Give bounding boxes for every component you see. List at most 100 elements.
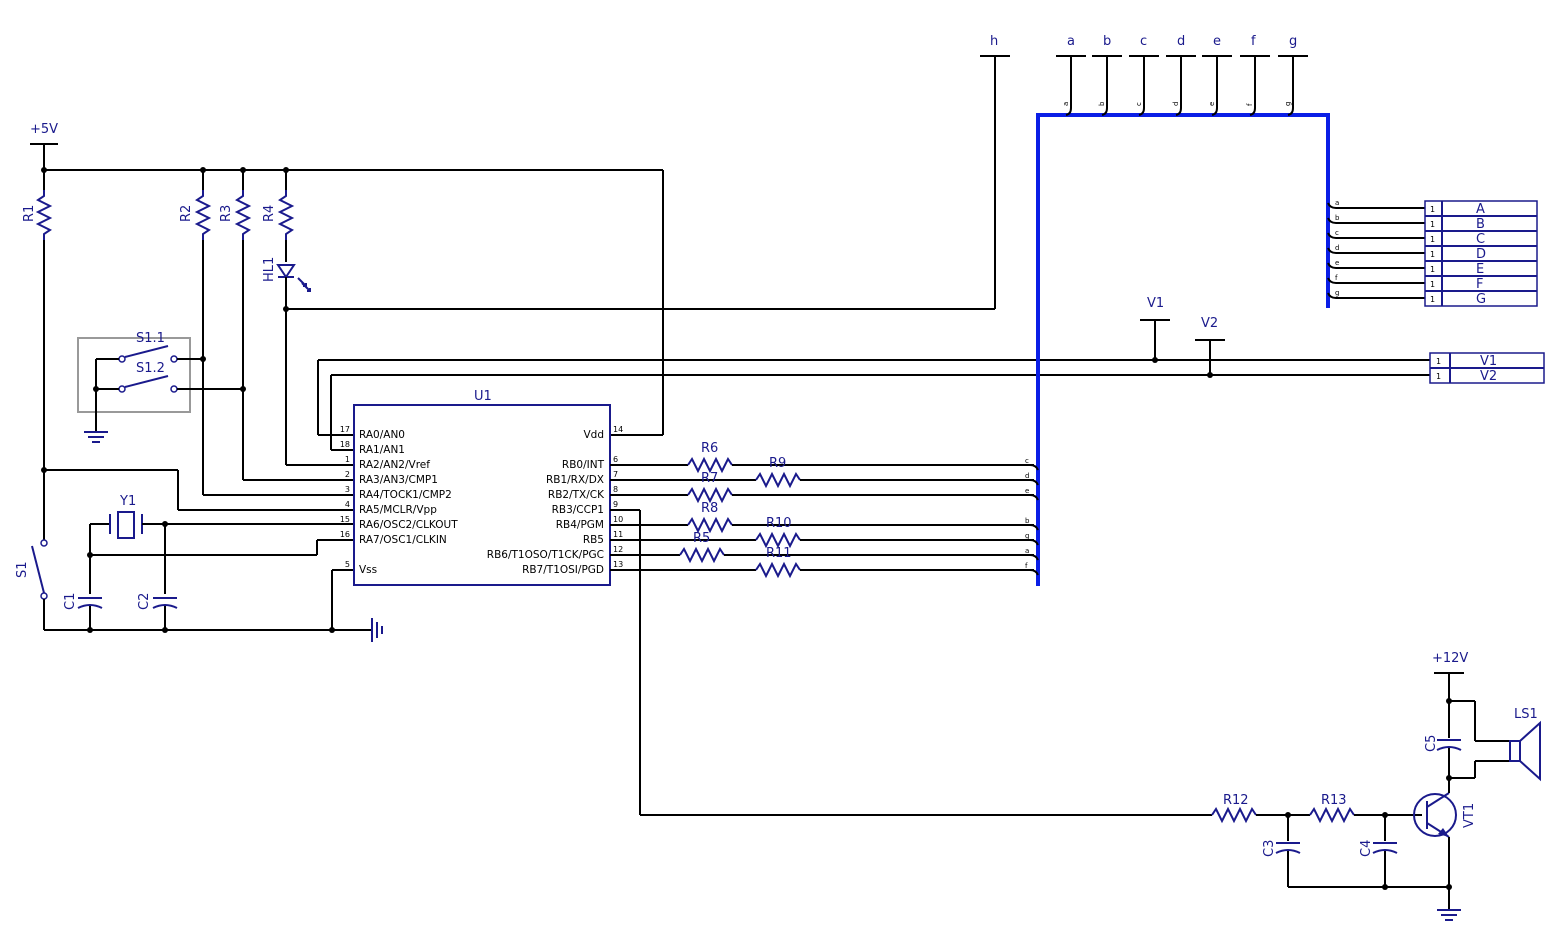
svg-text:1: 1 <box>1436 372 1441 381</box>
svg-text:Vss: Vss <box>359 564 377 576</box>
svg-text:RB4/PGM: RB4/PGM <box>556 519 604 531</box>
svg-text:RB7/T1OSI/PGD: RB7/T1OSI/PGD <box>522 564 604 576</box>
svg-text:V2: V2 <box>1480 369 1497 384</box>
resistor-r4: R4 <box>262 170 295 262</box>
svg-text:RB1/RX/DX: RB1/RX/DX <box>546 474 604 486</box>
svg-text:RB0/INT: RB0/INT <box>562 459 605 471</box>
net-labels-top: h a b c d e f g <box>990 34 1297 49</box>
svg-text:Y1: Y1 <box>119 494 136 509</box>
switch-s1: S1 <box>15 539 48 630</box>
svg-text:RA7/OSC1/CLKIN: RA7/OSC1/CLKIN <box>359 534 447 546</box>
svg-text:R4: R4 <box>262 205 277 222</box>
svg-text:C2: C2 <box>137 593 152 610</box>
net-h-wire <box>980 55 1010 309</box>
svg-text:V1: V1 <box>1480 354 1497 369</box>
segment-resistor-wires <box>610 456 1034 815</box>
svg-text:RB3/CCP1: RB3/CCP1 <box>552 504 604 516</box>
svg-text:1: 1 <box>1430 235 1435 244</box>
svg-text:c: c <box>1135 102 1143 106</box>
svg-text:4: 4 <box>345 500 350 509</box>
svg-text:RA3/AN3/CMP1: RA3/AN3/CMP1 <box>359 474 438 486</box>
svg-text:RA2/AN2/Vref: RA2/AN2/Vref <box>359 459 430 471</box>
capacitor-c1: C1 <box>63 593 103 630</box>
chip-u1: U1 17 RA0/AN0 18 RA1/AN1 1 RA2/AN2/Vref … <box>340 389 623 586</box>
net-label-v2: V2 <box>1201 316 1218 331</box>
svg-text:a: a <box>1335 199 1339 207</box>
svg-text:g: g <box>1335 289 1339 297</box>
svg-text:RA6/OSC2/CLKOUT: RA6/OSC2/CLKOUT <box>359 519 458 531</box>
svg-text:1: 1 <box>1430 280 1435 289</box>
svg-text:f: f <box>1335 274 1338 282</box>
svg-text:d: d <box>1025 472 1029 480</box>
c3-label: C3 <box>1262 840 1277 857</box>
svg-text:D: D <box>1476 247 1486 262</box>
svg-text:C1: C1 <box>63 593 78 610</box>
mclr-wire <box>44 469 354 511</box>
svg-text:15: 15 <box>340 515 350 524</box>
svg-text:A: A <box>1476 202 1485 217</box>
c4-label: C4 <box>1359 840 1374 857</box>
r12-label: R12 <box>1223 793 1249 808</box>
r10-label: R10 <box>766 516 792 531</box>
svg-text:12: 12 <box>613 545 623 554</box>
svg-text:B: B <box>1476 217 1485 232</box>
chip-ref: U1 <box>474 389 492 404</box>
svg-text:d: d <box>1172 102 1180 106</box>
svg-text:RA4/TOCK1/CMP2: RA4/TOCK1/CMP2 <box>359 489 452 501</box>
svg-text:1: 1 <box>1430 205 1435 214</box>
r11-label: R11 <box>766 546 792 561</box>
chip-right-pins: 14 Vdd 6 RB0/INT 7 RB1/RX/DX 8 RB2/TX/CK… <box>487 425 623 576</box>
svg-text:11: 11 <box>613 530 623 539</box>
vcc5-rail <box>30 143 664 436</box>
svg-text:g: g <box>1284 102 1292 106</box>
net-label-v1: V1 <box>1147 296 1164 311</box>
svg-text:e: e <box>1025 487 1029 495</box>
bus-entries-top <box>1056 55 1308 116</box>
svg-text:10: 10 <box>613 515 623 524</box>
svg-text:g: g <box>1025 532 1029 540</box>
r13-label: R13 <box>1321 793 1347 808</box>
svg-text:b: b <box>1103 34 1111 49</box>
svg-text:8: 8 <box>613 485 618 494</box>
svg-text:b: b <box>1335 214 1340 222</box>
svg-text:c: c <box>1140 34 1147 49</box>
svg-text:E: E <box>1476 262 1484 277</box>
r9-label: R9 <box>769 456 786 471</box>
svg-text:c: c <box>1025 457 1029 465</box>
resistor-r3: R3 <box>219 170 354 481</box>
svg-text:f: f <box>1251 34 1256 49</box>
svg-text:3: 3 <box>345 485 350 494</box>
crystal-y1: Y1 <box>87 494 354 594</box>
svg-text:d: d <box>1177 34 1185 49</box>
r5-label: R5 <box>693 531 710 546</box>
svg-text:18: 18 <box>340 440 350 449</box>
svg-text:S1: S1 <box>15 561 30 578</box>
digit-connector: 1 1 V1 V2 <box>1429 352 1545 384</box>
svg-text:RA0/AN0: RA0/AN0 <box>359 429 405 441</box>
capacitor-c2: C2 <box>137 524 178 630</box>
svg-text:S1.1: S1.1 <box>136 331 165 346</box>
led-hl1: HL1 <box>262 257 995 466</box>
svg-text:14: 14 <box>613 425 623 434</box>
svg-text:b: b <box>1098 101 1106 106</box>
svg-text:6: 6 <box>613 455 618 464</box>
svg-text:G: G <box>1476 292 1486 307</box>
svg-text:5: 5 <box>345 560 350 569</box>
r6-label: R6 <box>701 441 718 456</box>
svg-text:1: 1 <box>345 455 350 464</box>
svg-text:HL1: HL1 <box>262 257 277 282</box>
segment-connector: 1 1 1 1 1 1 1 A B C D E F G <box>1424 200 1538 307</box>
svg-text:b: b <box>1025 517 1030 525</box>
ground-rail <box>44 569 383 642</box>
svg-text:d: d <box>1335 244 1339 252</box>
svg-text:g: g <box>1289 34 1297 49</box>
svg-text:1: 1 <box>1436 357 1441 366</box>
svg-text:a: a <box>1067 34 1075 49</box>
svg-text:1: 1 <box>1430 295 1435 304</box>
segment-bus <box>1036 113 1330 586</box>
svg-text:1: 1 <box>1430 220 1435 229</box>
vcc5-label: +5V <box>30 122 58 137</box>
switch-s1-group: S1.1 S1.2 <box>77 331 243 443</box>
svg-text:R2: R2 <box>179 205 194 222</box>
